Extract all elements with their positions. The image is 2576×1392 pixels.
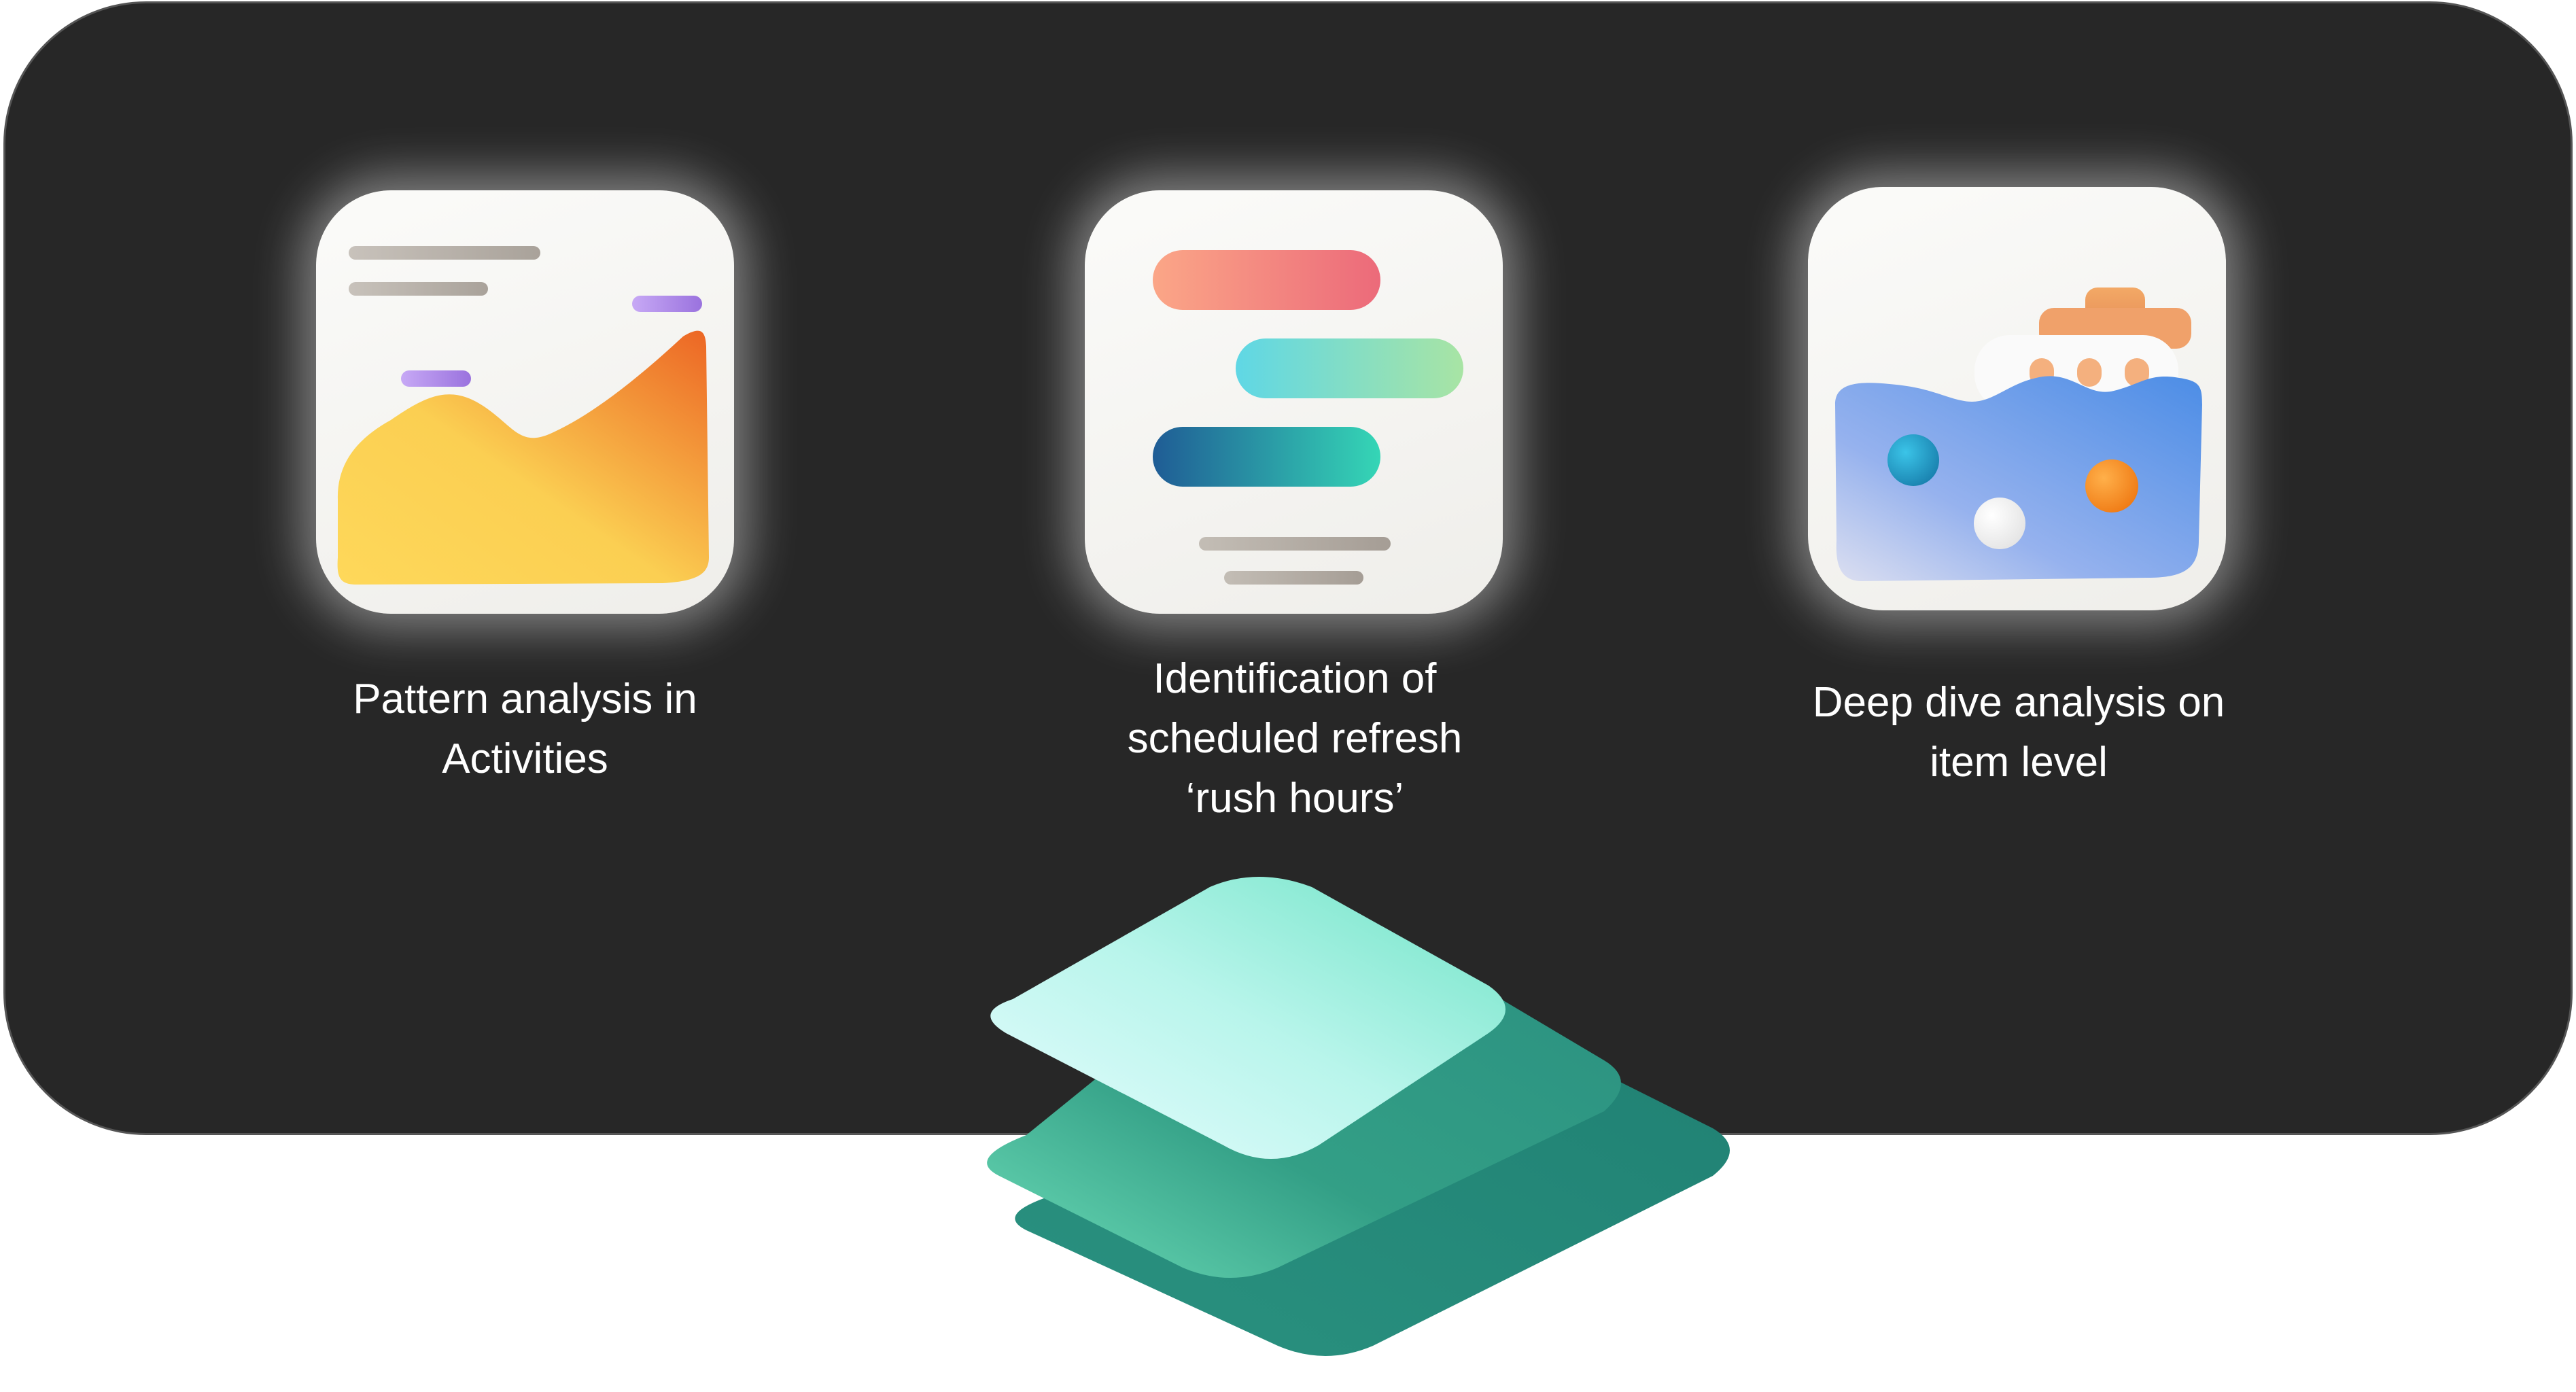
area-chart-icon (316, 190, 734, 614)
feature-caption-pattern: Pattern analysis in Activities (353, 676, 697, 782)
feature-caption-rush: Identification of scheduled refresh ‘rus… (1127, 655, 1463, 822)
timeline-bars-icon (1085, 190, 1503, 614)
stacked-layers-icon (952, 877, 1740, 1383)
feature-caption-deep: Deep dive analysis on item level (1812, 679, 2225, 786)
deep-dive-ship-icon (1808, 187, 2226, 610)
